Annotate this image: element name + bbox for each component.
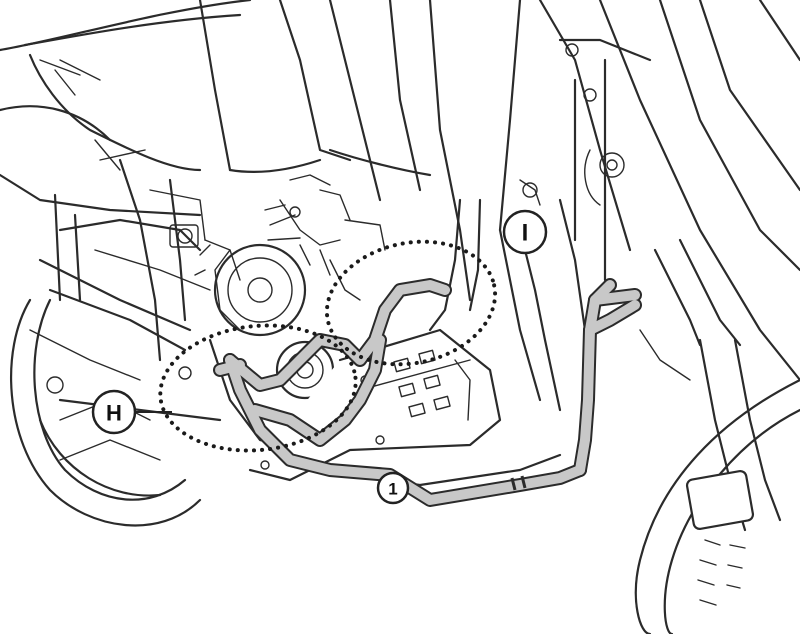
seat-rear-body <box>0 0 352 174</box>
tank-fairing <box>328 0 800 382</box>
front-wheel <box>634 238 800 634</box>
callout-i-label: I <box>522 220 529 247</box>
rear-subframe <box>0 139 241 362</box>
callout-h-label: H <box>106 401 122 426</box>
callout-h: H <box>91 389 137 435</box>
swingarm <box>38 249 222 422</box>
detail-ellipse-h <box>158 323 358 453</box>
callout-i: I <box>502 209 548 255</box>
callout-part-1: 1 <box>376 471 410 505</box>
detail-ellipse-i <box>324 239 498 367</box>
crash-bar <box>213 278 642 507</box>
callout-part-1-label: 1 <box>388 480 397 499</box>
